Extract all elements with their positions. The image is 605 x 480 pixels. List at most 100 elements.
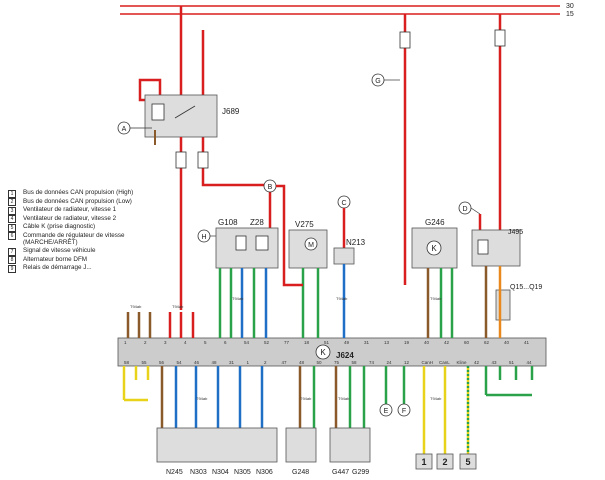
relay-coil bbox=[477, 239, 489, 255]
wire-label: 13 bbox=[384, 340, 390, 345]
wire-label: 1 bbox=[124, 340, 127, 345]
g246-label: G246 bbox=[425, 218, 445, 227]
wire-label: 12 bbox=[404, 360, 410, 365]
wire-label: 40 bbox=[424, 340, 430, 345]
wire-label: 42 bbox=[444, 340, 450, 345]
v275-label: V275 bbox=[295, 220, 314, 229]
fuse bbox=[175, 151, 187, 169]
connector-f-label: F bbox=[402, 408, 406, 415]
connector-b-label: B bbox=[268, 184, 273, 191]
wire-label: 54 bbox=[244, 340, 250, 345]
wire-label: 54 bbox=[177, 360, 183, 365]
legend-item: 6 Commande de régulateur de vitesse (MARC… bbox=[8, 232, 208, 248]
legend-number: 1 bbox=[8, 189, 16, 198]
sensor-element bbox=[235, 235, 247, 251]
g246-k-text: K bbox=[431, 244, 437, 253]
wire-red bbox=[276, 184, 296, 287]
wire-label: CanH bbox=[422, 360, 434, 365]
connector-d bbox=[458, 201, 472, 215]
g246-k-symbol bbox=[426, 240, 442, 256]
ecu-k-symbol bbox=[315, 344, 331, 360]
q15-q19-plug bbox=[495, 289, 511, 321]
wire-label: 42 bbox=[474, 360, 480, 365]
wire-label: 19 bbox=[404, 340, 410, 345]
connector-e bbox=[379, 403, 393, 417]
wire-label: 50 bbox=[317, 360, 323, 365]
wire-label: 24 bbox=[387, 360, 393, 365]
bus-box-5 bbox=[459, 453, 477, 470]
wire-label: 51 bbox=[509, 360, 515, 365]
g108-label: G108 bbox=[218, 218, 238, 227]
connector-h-label: H bbox=[201, 234, 206, 241]
wire-label: 49 bbox=[344, 340, 350, 345]
wire-red bbox=[201, 175, 272, 235]
motor-symbol bbox=[304, 237, 318, 251]
connector-c-label: C bbox=[341, 200, 346, 207]
wire-label: 47 bbox=[282, 360, 288, 365]
legend-text: Ventilateur de radiateur, vitesse 2 bbox=[23, 214, 117, 222]
connector-e-label: E bbox=[384, 408, 389, 415]
wire-label: 58 bbox=[124, 360, 130, 365]
wire-label: 58 bbox=[352, 360, 358, 365]
legend-text: Relais de démarrage J... bbox=[23, 264, 92, 272]
fuse bbox=[197, 151, 209, 169]
legend-text: Commande de régulateur de vitesse (MARCH… bbox=[23, 231, 125, 247]
wire-label: 75 bbox=[334, 360, 340, 365]
ecu-k-text: K bbox=[320, 348, 326, 357]
g447-label: G447 bbox=[332, 469, 349, 476]
legend-number: 6 bbox=[8, 232, 16, 240]
g108-box bbox=[215, 227, 279, 269]
wire-label: T94ab bbox=[336, 296, 348, 301]
rail-30-label: 30 bbox=[566, 3, 574, 10]
wire-label: 44 bbox=[527, 360, 533, 365]
legend-number: 9 bbox=[8, 264, 16, 273]
wire-label: 18 bbox=[304, 340, 310, 345]
connector-d-label: D bbox=[462, 206, 467, 213]
legend-number: 7 bbox=[8, 247, 16, 256]
n245-label: N245 bbox=[166, 469, 183, 476]
sensor-block-g447-g299 bbox=[329, 427, 371, 463]
wire-label: T94ab bbox=[300, 396, 312, 401]
j495-label: J495 bbox=[508, 229, 523, 236]
wire-label: 74 bbox=[369, 360, 375, 365]
wire-label: 60 bbox=[464, 340, 470, 345]
n306-label: N306 bbox=[256, 469, 273, 476]
motor-m: M bbox=[308, 242, 314, 249]
wire-label: 31 bbox=[364, 340, 370, 345]
wire-label: 3 bbox=[164, 340, 167, 345]
wire-red bbox=[138, 78, 162, 102]
wire-label: 2 bbox=[144, 340, 147, 345]
wire-label: T94ab bbox=[172, 304, 184, 309]
wire-label: 48 bbox=[212, 360, 218, 365]
wire-label: T94ab bbox=[338, 396, 350, 401]
wire-label: 46 bbox=[194, 360, 200, 365]
connector-f bbox=[397, 403, 411, 417]
j689-label: J689 bbox=[222, 107, 240, 116]
connector-g bbox=[371, 73, 385, 87]
wire-label: 40 bbox=[504, 340, 510, 345]
bus-box-2-label: 2 bbox=[442, 457, 447, 467]
legend-text: Bus de données CAN propulsion (Low) bbox=[23, 197, 132, 205]
legend-number: 8 bbox=[8, 256, 16, 265]
g248-label: G248 bbox=[292, 469, 309, 476]
legend-text: Câble K (prise diagnostic) bbox=[23, 223, 96, 230]
wire-label: 41 bbox=[524, 340, 530, 345]
bus-box-2 bbox=[436, 453, 454, 470]
wire-label: 6 bbox=[224, 340, 227, 345]
g299-label: G299 bbox=[352, 469, 369, 476]
wire-label: 31 bbox=[229, 360, 235, 365]
wire-label: 43 bbox=[492, 360, 498, 365]
relay-coil bbox=[151, 103, 165, 121]
rail-15-label: 15 bbox=[566, 11, 574, 18]
wire-label: Kline bbox=[457, 360, 468, 365]
fuse bbox=[399, 31, 411, 49]
relay-contact bbox=[174, 105, 196, 119]
legend-text: Signal de vitesse véhicule bbox=[23, 247, 96, 255]
